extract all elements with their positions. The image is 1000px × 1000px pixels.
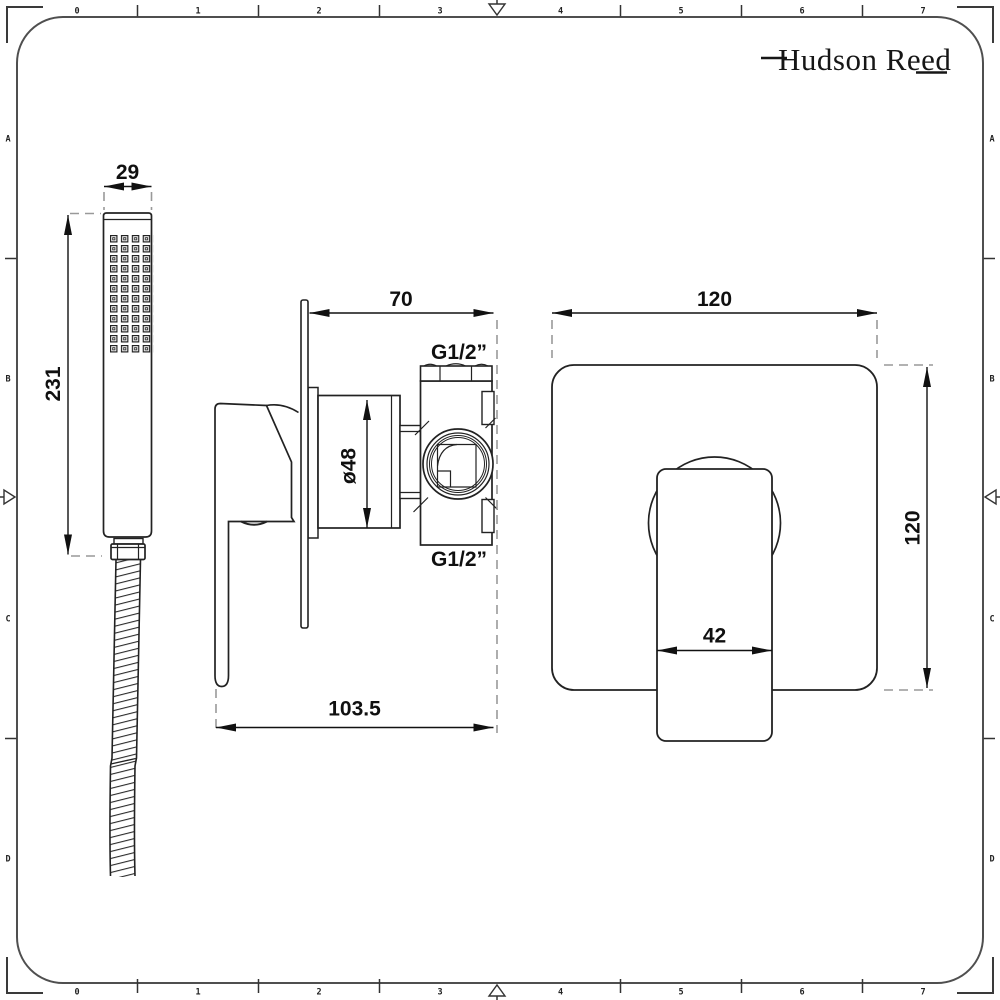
valve-front-view: 120 42 120 (551, 288, 933, 742)
handle-hub-bottom-arc (240, 520, 268, 526)
bottom-ruler-label: 4 (558, 988, 563, 998)
bottom-ruler-label: 6 (799, 988, 804, 998)
center-mark-top (487, 3, 507, 17)
dim-text-plate-height: 120 (902, 510, 925, 545)
top-ruler-label: 4 (558, 7, 563, 17)
corner-marks (6, 6, 994, 994)
hose-outline-left (109, 559, 117, 877)
top-ruler-label: 3 (437, 7, 442, 17)
bottom-ruler-labels: 0 1 2 3 4 5 6 7 (74, 988, 925, 998)
top-ruler-ticks (136, 5, 864, 17)
valve-side-view: 70 G1/2” G1/2” ø48 103.5 (214, 288, 498, 734)
bottom-ruler-label: 7 (920, 988, 925, 998)
valve-neck-lines (400, 430, 421, 494)
left-ruler-ticks (5, 257, 17, 740)
plate-width-extension-lines (551, 320, 878, 358)
valve-neck (399, 424, 422, 500)
center-mark-left (3, 488, 17, 506)
valve-flange-side (307, 386, 319, 539)
right-ruler-ticks (983, 257, 995, 740)
right-ruler-labels: A B C D (989, 135, 994, 865)
wall-plate-side (300, 299, 309, 629)
center-mark-bottom (487, 983, 507, 997)
hose-nut-facets (111, 544, 145, 559)
outlet-inner-detail (436, 443, 477, 488)
handle-hub-top-arc (266, 404, 299, 414)
plate-height-extension-lines (884, 364, 933, 691)
left-ruler-label: D (5, 855, 10, 865)
dim-text-top-connection: G1/2” (431, 341, 487, 364)
handset-width-extension-lines (103, 192, 153, 210)
bottom-ruler-label: 0 (74, 988, 79, 998)
left-ruler-label: C (5, 615, 10, 625)
outlet-port-ring2 (429, 435, 487, 493)
bottom-ruler-ticks (136, 979, 864, 993)
bottom-ruler-label: 3 (437, 988, 442, 998)
dim-text-handset-width: 29 (116, 161, 139, 184)
left-ruler-label: B (5, 375, 10, 385)
outlet-inner-box (437, 470, 452, 487)
dim-text-bottom-connection: G1/2” (431, 548, 487, 571)
left-ruler-labels: A B C D (5, 135, 10, 865)
chamfer-break-marks (413, 417, 498, 513)
top-ruler-label: 7 (920, 7, 925, 17)
top-ruler-labels: 0 1 2 3 4 5 6 7 (74, 7, 925, 17)
dim-text-plate-width: 120 (697, 288, 732, 311)
handle-front (656, 468, 773, 742)
dim-text-handle-width: 42 (703, 625, 726, 648)
dim-text-handset-length: 231 (42, 366, 65, 401)
outlet-port-ring (426, 432, 490, 496)
bottom-ruler-label: 5 (678, 988, 683, 998)
hex-facet-lines (439, 366, 473, 381)
center-mark-right (983, 488, 997, 506)
top-hex-fitting (419, 365, 493, 382)
right-ruler-label: C (989, 615, 994, 625)
right-ruler-label: A (989, 135, 994, 145)
hose-nut (110, 543, 146, 561)
bottom-ruler-label: 2 (316, 988, 321, 998)
outlet-inner-arc (436, 443, 458, 467)
top-ruler-label: 2 (316, 7, 321, 17)
top-ruler-label: 1 (195, 7, 200, 17)
right-ruler-label: D (989, 855, 994, 865)
hose-outline-right (133, 559, 142, 877)
dim-text-projection: 70 (389, 288, 412, 311)
brand-logo-text: Hudson Reed (778, 42, 951, 77)
dim-text-cartridge-diameter: ø48 (338, 448, 361, 485)
top-ruler-label: 5 (678, 7, 683, 17)
hex-top-arcs (423, 363, 489, 367)
outlet-port-outer (422, 428, 494, 500)
left-ruler-label: A (5, 135, 10, 145)
outlet-port-ring3 (431, 437, 485, 491)
dim-text-total-depth: 103.5 (328, 698, 381, 721)
handle-side (214, 402, 296, 688)
spray-nozzle-grid (110, 235, 154, 355)
hose-overlap-line (110, 757, 136, 765)
top-ruler-label: 6 (799, 7, 804, 17)
handset-length-extension-lines (70, 212, 102, 557)
brand-logo: Hudson Reed (761, 42, 951, 77)
bottom-ruler-label: 1 (195, 988, 200, 998)
top-ruler-label: 0 (74, 7, 79, 17)
right-ruler-label: B (989, 375, 994, 385)
rear-port-upper (481, 390, 495, 426)
